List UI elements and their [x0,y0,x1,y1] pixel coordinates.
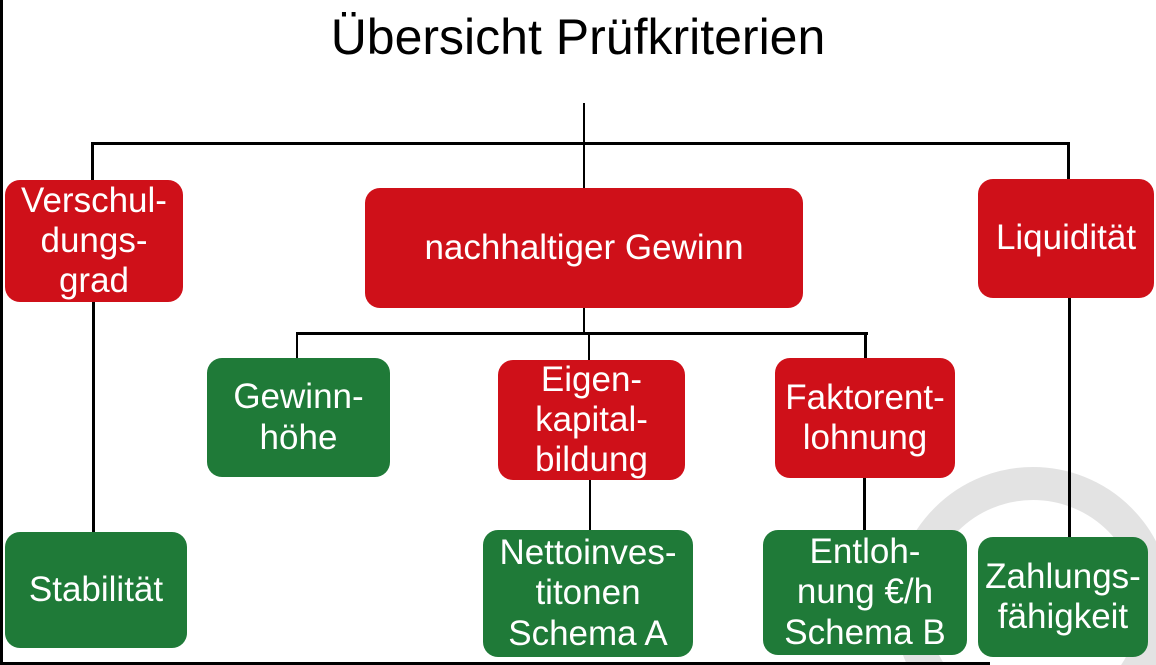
connector-stabilitaet [92,298,95,534]
node-stabilitaet: Stabilität [5,532,187,648]
connector-drop-eigenkapital [588,332,590,362]
connector-gewinn-stem [583,308,585,334]
node-liquiditaet: Liquidität [978,179,1154,298]
connector-drop-liquiditaet [1067,142,1070,181]
node-gewinnhoehe: Gewinn- höhe [207,358,390,477]
connector-zahlungsfaehigkeit [1068,296,1071,539]
node-entlohnung: Entloh- nung €/h Schema B [763,530,967,655]
connector-title-stem [583,103,585,144]
connector-top-horizontal [92,142,1070,145]
connector-sub-horizontal [296,332,868,335]
connector-drop-verschuldungsgrad [91,142,94,182]
node-nachhaltiger-gewinn: nachhaltiger Gewinn [365,188,803,308]
connector-drop-nachhaltiger [583,142,585,190]
node-verschuldungsgrad: Verschul- dungs- grad [5,180,183,302]
node-zahlungsfaehigkeit: Zahlungs- fähigkeit [978,537,1148,657]
node-nettoinvestitionen: Nettoinves- titonen Schema A [483,530,693,657]
slide-bottom-border [0,662,990,665]
connector-drop-gewinnhoehe [296,332,298,360]
connector-nettoinvestitionen [589,478,591,532]
connector-entlohnung [863,476,866,532]
node-eigenkapitalbildung: Eigen- kapital- bildung [498,360,685,480]
connector-drop-faktorent [864,332,867,360]
page-title: Übersicht Prüfkriterien [330,9,826,65]
node-faktorentlohnung: Faktorent- lohnung [775,358,955,478]
slide-left-border [0,0,3,665]
